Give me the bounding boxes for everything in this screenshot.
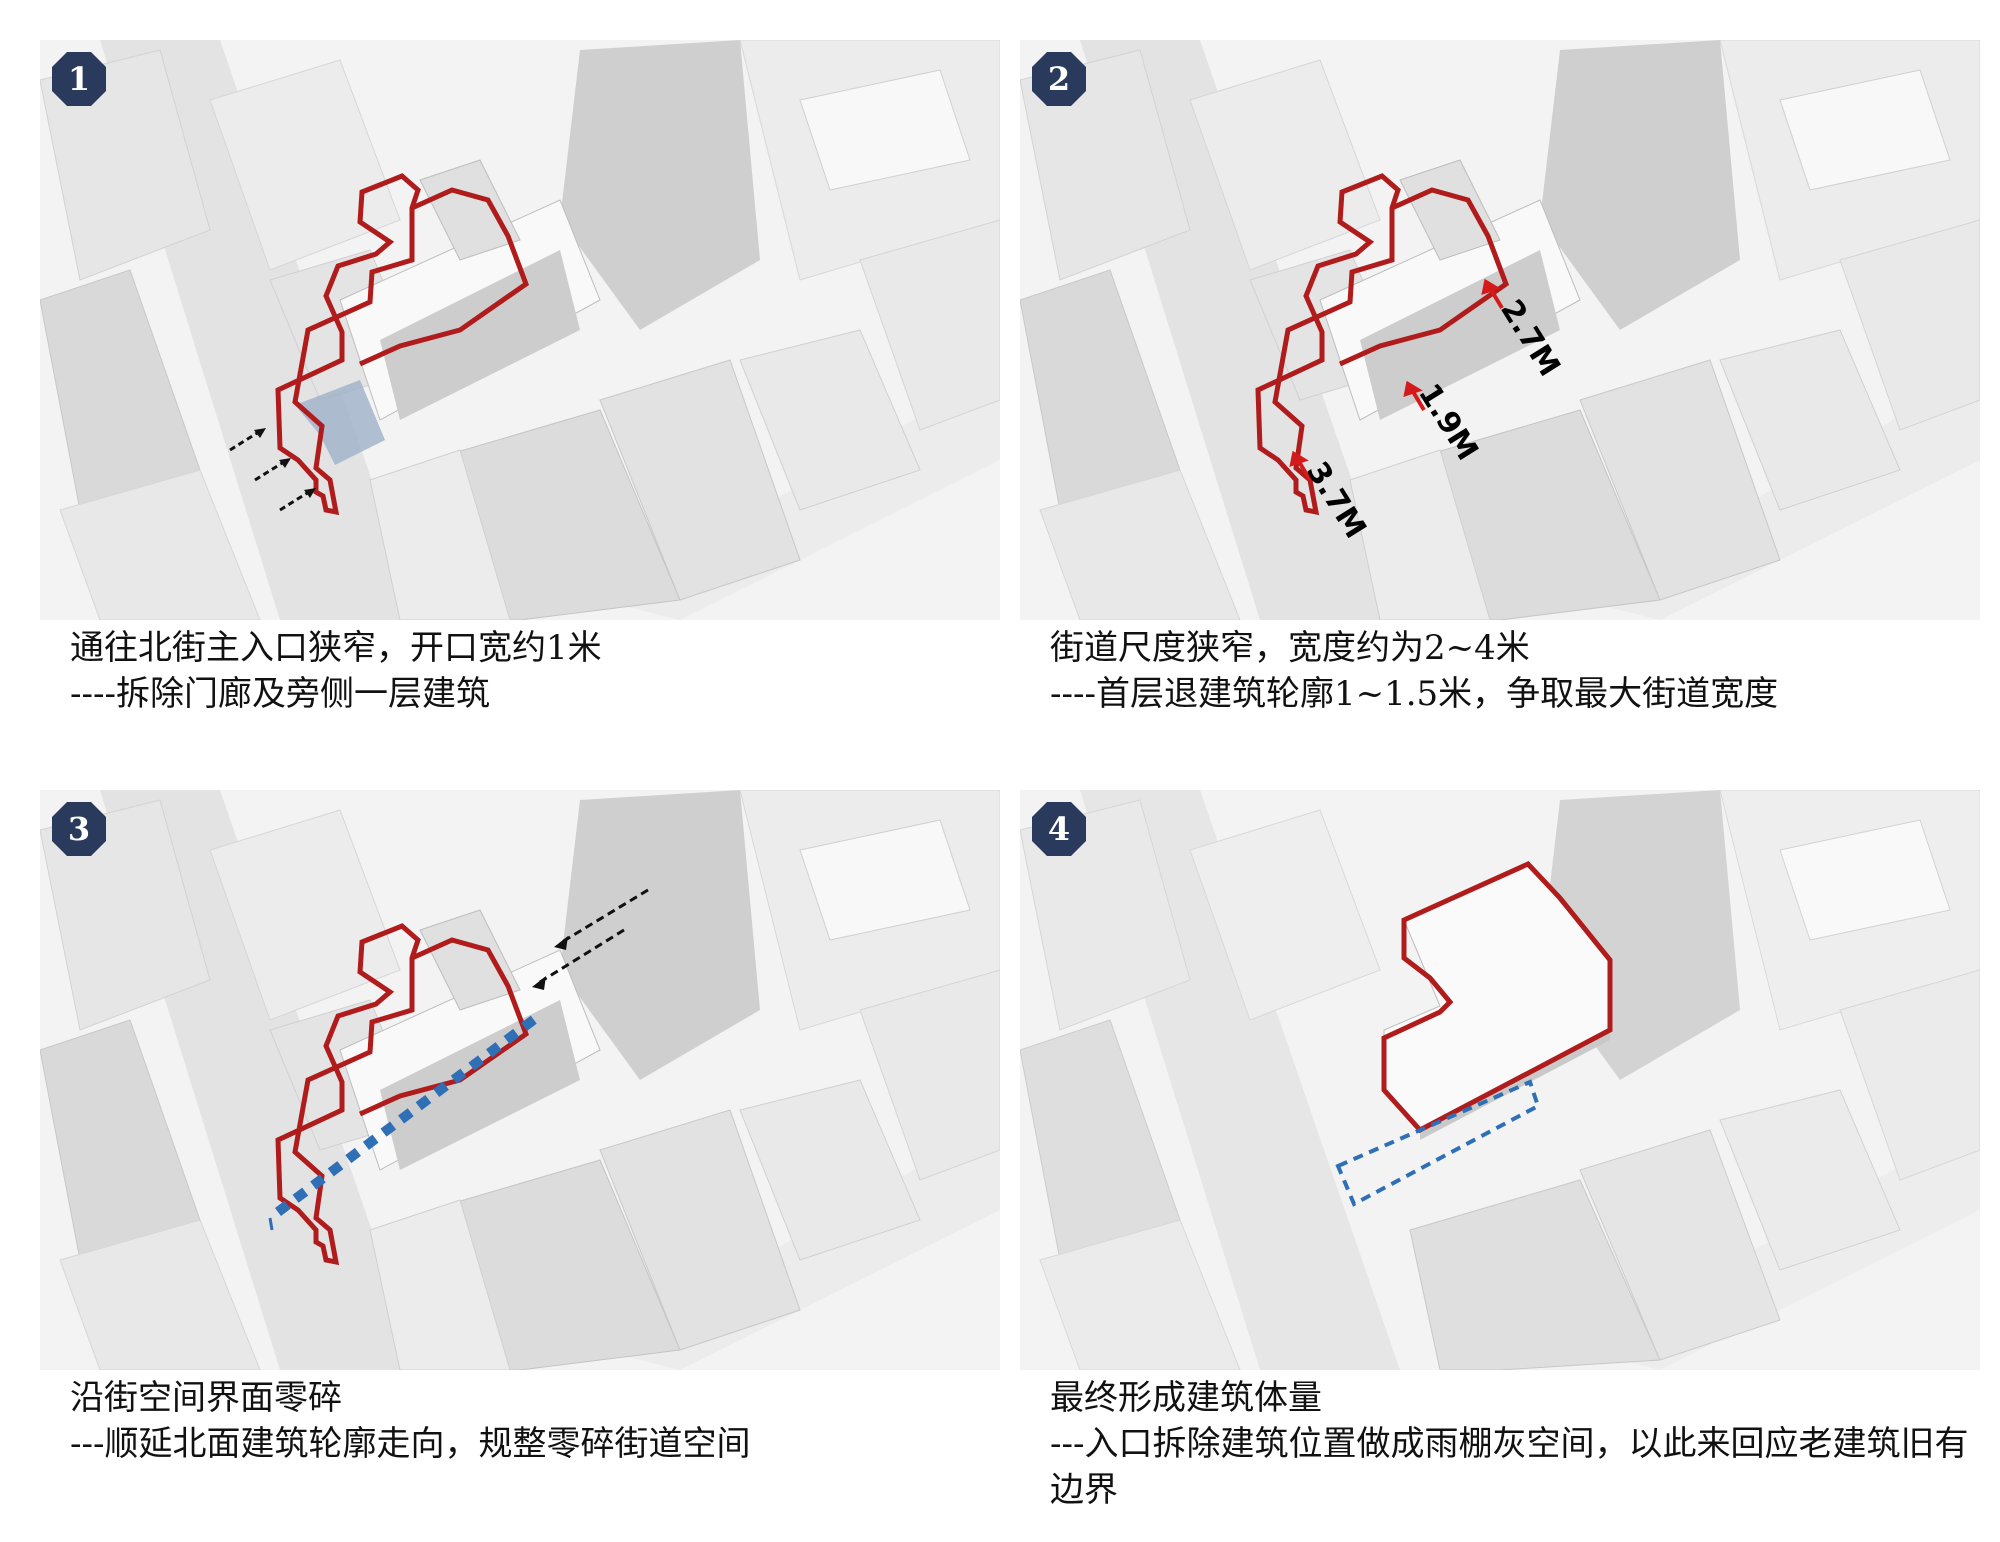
step-badge-4: 4 [1030,800,1088,858]
aerial-map-1 [40,40,1000,620]
caption-4: 最终形成建筑体量 ---入口拆除建筑位置做成雨棚灰空间，以此来回应老建筑旧有边界 [1050,1375,1990,1513]
step-number-2: 2 [1047,60,1071,98]
aerial-map-2: 2.7M 1.9M 3.7M [1020,40,1980,620]
site-diagram-2: 2.7M 1.9M 3.7M [1020,40,1980,620]
panel-1: 1 通往北街主入口狭窄，开口宽约1米 ----拆除门廊及旁侧一层建筑 [40,40,1020,760]
caption-2-line-2: ----首层退建筑轮廓1~1.5米，争取最大街道宽度 [1050,674,1779,714]
step-badge-3: 3 [50,800,108,858]
panel-3: 3 沿街空间界面零碎 ---顺延北面建筑轮廓走向，规整零碎街道空间 [40,790,1020,1510]
aerial-map-4 [1020,790,1980,1370]
caption-3-line-2: ---顺延北面建筑轮廓走向，规整零碎街道空间 [70,1424,751,1464]
caption-2: 街道尺度狭窄，宽度约为2~4米 ----首层退建筑轮廓1~1.5米，争取最大街道… [1050,625,1990,717]
caption-2-line-1: 街道尺度狭窄，宽度约为2~4米 [1050,628,1530,668]
step-badge-2: 2 [1030,50,1088,108]
step-number-3: 3 [67,810,91,848]
panel-4: 4 最终形成建筑体量 ---入口拆除建筑位置做成雨棚灰空间，以此来回应老建筑旧有… [1020,790,2000,1510]
step-badge-1: 1 [50,50,108,108]
step-number-4: 4 [1047,810,1071,848]
caption-1: 通往北街主入口狭窄，开口宽约1米 ----拆除门廊及旁侧一层建筑 [70,625,1010,717]
caption-4-line-2: ---入口拆除建筑位置做成雨棚灰空间，以此来回应老建筑旧有边界 [1050,1424,1969,1510]
step-number-1: 1 [67,60,91,98]
caption-3-line-1: 沿街空间界面零碎 [70,1378,342,1418]
caption-3: 沿街空间界面零碎 ---顺延北面建筑轮廓走向，规整零碎街道空间 [70,1375,1010,1467]
panel-2: 2.7M 1.9M 3.7M 2 街道尺度狭窄，宽度约为2~4米 ----首层退… [1020,40,2000,760]
aerial-map-3 [40,790,1000,1370]
site-diagram-1 [40,40,1000,620]
caption-4-line-1: 最终形成建筑体量 [1050,1378,1322,1418]
caption-1-line-1: 通往北街主入口狭窄，开口宽约1米 [70,628,602,668]
caption-1-line-2: ----拆除门廊及旁侧一层建筑 [70,674,490,714]
site-diagram-3 [40,790,1000,1370]
site-diagram-4 [1020,790,1980,1370]
